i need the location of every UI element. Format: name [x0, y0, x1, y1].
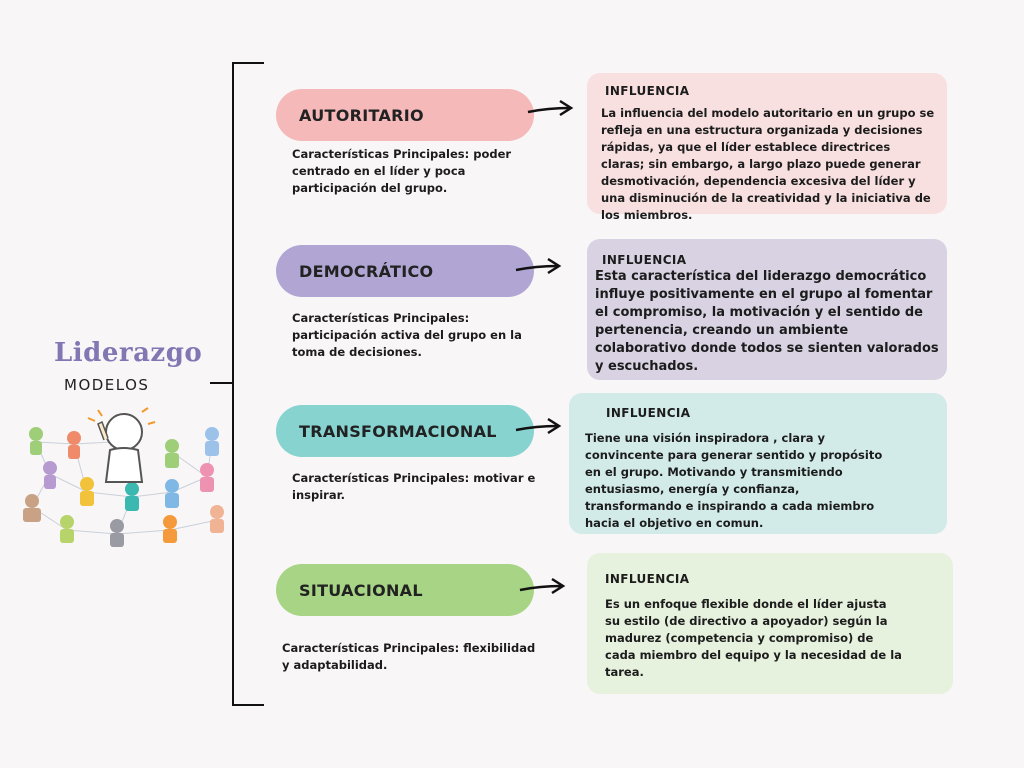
influence-heading: INFLUENCIA — [602, 253, 687, 267]
bracket-stub-line — [210, 382, 233, 384]
influence-heading: INFLUENCIA — [606, 406, 691, 420]
influence-box-situacional: INFLUENCIA Es un enfoque flexible donde … — [587, 553, 953, 694]
arrow-right-icon — [527, 99, 574, 117]
style-name: TRANSFORMACIONAL — [299, 421, 497, 441]
page-subtitle: MODELOS — [64, 376, 150, 394]
influence-text: La influencia del modelo autoritario en … — [601, 106, 935, 222]
influence-heading: INFLUENCIA — [605, 572, 690, 586]
people-network-illustration — [23, 407, 224, 547]
influence-text: Tiene una visión inspiradora , clara y c… — [585, 431, 883, 530]
bracket-connector — [232, 62, 264, 706]
page-title: Liderazgo — [54, 338, 203, 368]
style-pill-transformacional: TRANSFORMACIONAL — [276, 405, 534, 457]
style-name: SITUACIONAL — [299, 580, 423, 600]
influence-heading: INFLUENCIA — [605, 84, 690, 98]
arrow-right-icon — [515, 417, 562, 435]
influence-box-transformacional: INFLUENCIA Tiene una visión inspiradora … — [569, 393, 947, 534]
style-pill-autoritario: AUTORITARIO — [276, 89, 534, 141]
style-description-transformacional: Características Principales: motivar e i… — [292, 471, 536, 502]
style-description-autoritario: Características Principales: poder centr… — [292, 147, 512, 195]
style-pill-situacional: SITUACIONAL — [276, 564, 534, 616]
arrow-right-icon — [515, 257, 562, 275]
style-name: DEMOCRÁTICO — [299, 261, 434, 281]
influence-text: Esta característica del liderazgo democr… — [595, 269, 939, 374]
style-pill-democratico: DEMOCRÁTICO — [276, 245, 534, 297]
style-name: AUTORITARIO — [299, 105, 424, 125]
arrow-right-icon — [519, 577, 566, 595]
style-description-democratico: Características Principales: participaci… — [292, 311, 522, 359]
influence-text: Es un enfoque flexible donde el líder aj… — [605, 597, 902, 679]
influence-box-democratico: INFLUENCIA Esta característica del lider… — [587, 239, 947, 380]
influence-box-autoritario: INFLUENCIA La influencia del modelo auto… — [587, 73, 947, 222]
style-description-situacional: Características Principales: flexibilida… — [282, 641, 536, 672]
